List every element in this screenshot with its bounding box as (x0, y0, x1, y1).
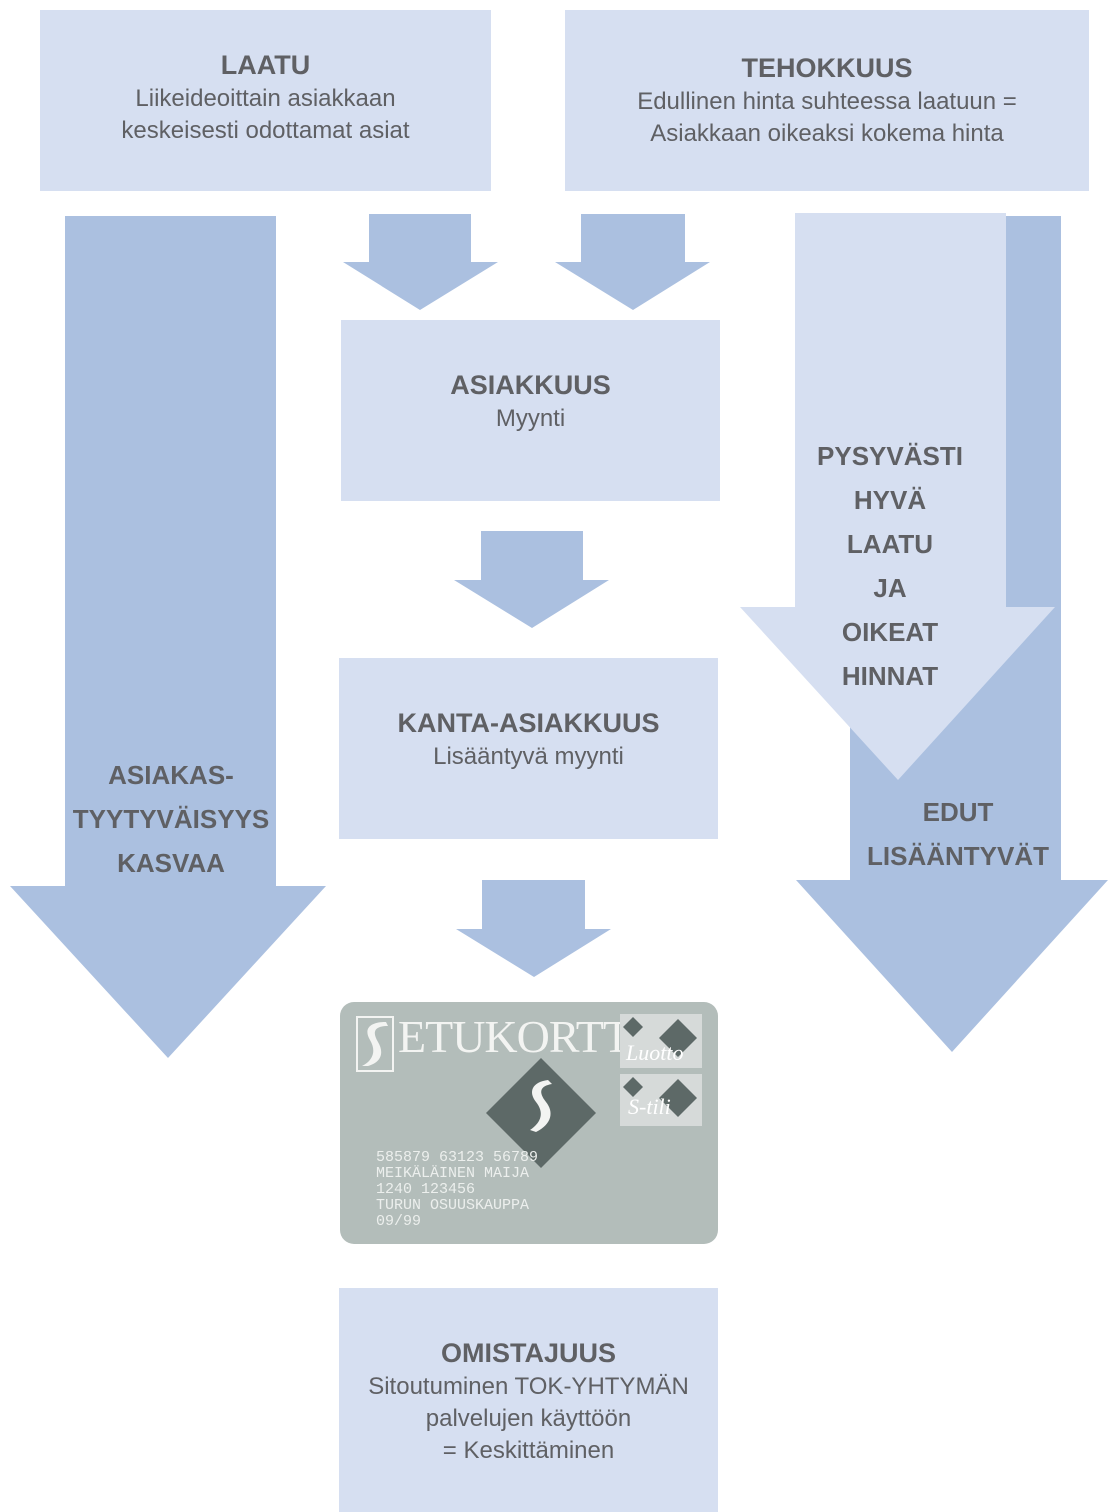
omistajuus-line-1: Sitoutuminen TOK-YHTYMÄN (368, 1373, 689, 1400)
laatu-line-2: keskeisesti odottamat asiat (121, 117, 410, 144)
luotto-label: Luotto (626, 1040, 684, 1065)
card-account: 1240 123456 (376, 1181, 476, 1198)
right-front-arrow (740, 213, 1055, 780)
s-tili-diamond-icon (659, 1079, 697, 1117)
s-logo-icon (356, 1016, 394, 1072)
tehokkuus-line-2: Asiakkaan oikeaksi kokema hinta (650, 120, 1004, 147)
arrow-tehokkuus-to-asiakkuus (555, 214, 710, 310)
asiakkuus-line-1: Myynti (495, 405, 566, 432)
left-arrow-label-line-1: ASIAKAS- (108, 760, 234, 790)
left-arrow-label-line-3: KASVAA (117, 848, 225, 878)
asiakkuus-box: ASIAKKUUS Myynti (341, 320, 720, 501)
luotto-diamond-icon (659, 1019, 697, 1057)
omistajuus-title: OMISTAJUUS (440, 1338, 616, 1368)
right-front-label-line-1: PYSYVÄSTI (817, 441, 963, 471)
left-arrow-label-line-2: TYYTYVÄISYYS (72, 804, 270, 834)
tehokkuus-line-1: Edullinen hinta suhteessa laatuun = (637, 88, 1017, 115)
right-front-label-line-6: HINNAT (841, 661, 939, 691)
card-number: 585879 63123 56789 (376, 1149, 539, 1166)
right-back-arrow-label: EDUT LISÄÄNTYVÄT (846, 790, 1070, 878)
left-arrow-label: ASIAKAS- TYYTYVÄISYYS KASVAA (40, 753, 302, 885)
small-diamond-icon (623, 1017, 643, 1037)
s-tili-label: S-tili (628, 1094, 671, 1119)
s-diamond-icon (486, 1058, 596, 1168)
asiakkuus-title: ASIAKKUUS (450, 370, 611, 400)
etukortti-title: ETUKORTTI (398, 1011, 645, 1062)
card-holder: MEIKÄLÄINEN MAIJA (376, 1165, 530, 1182)
left-long-arrow (10, 216, 326, 1058)
omistajuus-line-2: palvelujen käyttöön (425, 1405, 632, 1432)
kanta-asiakkuus-line-1: Lisääntyvä myynti (433, 743, 624, 770)
s-tili-badge: S-tili (620, 1074, 702, 1126)
right-front-label-line-2: HYVÄ (853, 485, 927, 515)
right-front-label-line-3: LAATU (846, 529, 934, 559)
tehokkuus-box: TEHOKKUUS Edullinen hinta suhteessa laat… (565, 10, 1089, 191)
omistajuus-line-3: = Keskittäminen (442, 1437, 615, 1464)
laatu-box: LAATU Liikeideoittain asiakkaan keskeise… (40, 10, 491, 191)
kanta-asiakkuus-box: KANTA-ASIAKKUUS Lisääntyvä myynti (339, 658, 718, 839)
laatu-title: LAATU (220, 50, 311, 80)
kanta-asiakkuus-title: KANTA-ASIAKKUUS (397, 708, 660, 738)
arrow-to-kanta-asiakkuus (454, 531, 609, 628)
card-issuer: TURUN OSUUSKAUPPA (376, 1197, 530, 1214)
etukortti-card: ETUKORTTI Luotto S-tili 585879 63123 567… (340, 1002, 718, 1244)
luotto-badge: Luotto (620, 1014, 702, 1068)
right-front-label-line-5: OIKEAT (841, 617, 939, 647)
tehokkuus-title: TEHOKKUUS (741, 53, 913, 83)
small-diamond-icon-2 (623, 1077, 643, 1097)
arrow-to-etukortti (456, 880, 611, 977)
right-front-arrow-label: PYSYVÄSTI HYVÄ LAATU JA OIKEAT HINNAT (770, 434, 1010, 698)
right-back-label-line-2: LISÄÄNTYVÄT (867, 841, 1049, 871)
laatu-line-1: Liikeideoittain asiakkaan (135, 85, 396, 112)
omistajuus-box: OMISTAJUUS Sitoutuminen TOK-YHTYMÄN palv… (339, 1288, 718, 1512)
right-front-label-line-4: JA (873, 573, 907, 603)
right-back-label-line-1: EDUT (922, 797, 994, 827)
card-expiry: 09/99 (376, 1213, 422, 1230)
arrow-laatu-to-asiakkuus (343, 214, 498, 310)
